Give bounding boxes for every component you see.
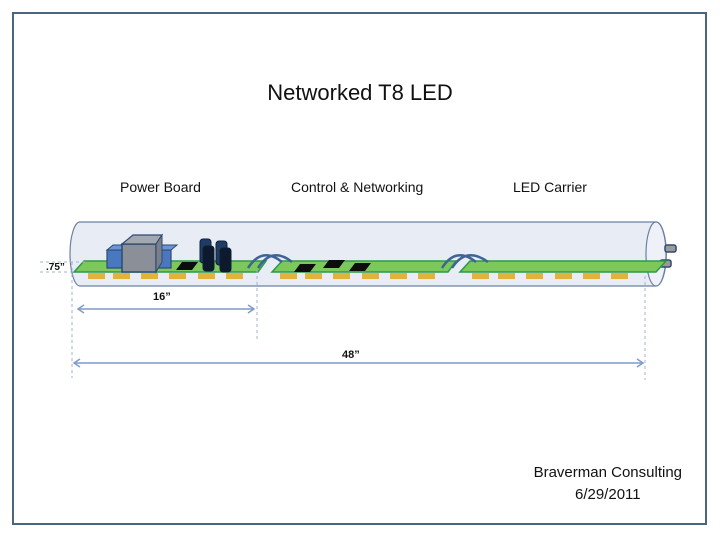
slide-title: Networked T8 LED xyxy=(267,80,453,105)
connector-cable-1 xyxy=(246,254,293,269)
dimension-arrow-48in xyxy=(72,358,645,368)
pad xyxy=(498,273,515,279)
led-carrier-pcb xyxy=(458,260,668,273)
credit-date: 6/29/2011 xyxy=(574,486,641,503)
transformer xyxy=(105,233,179,274)
pads xyxy=(88,273,628,279)
connector-cable-2 xyxy=(440,254,489,269)
pad xyxy=(169,273,186,279)
credit-block: Braverman Consulting 6/29/2011 xyxy=(534,462,682,506)
pad xyxy=(418,273,435,279)
transformer-core xyxy=(121,243,157,273)
pad xyxy=(611,273,628,279)
pad xyxy=(198,273,215,279)
pad xyxy=(333,273,350,279)
capacitors xyxy=(199,238,232,273)
pad xyxy=(390,273,407,279)
pad xyxy=(113,273,130,279)
coil-left xyxy=(106,249,124,269)
pad xyxy=(305,273,322,279)
pad xyxy=(583,273,600,279)
pad xyxy=(280,273,297,279)
end-pin-top xyxy=(664,244,677,253)
chip xyxy=(176,262,198,270)
label-control-networking: Control & Networking xyxy=(291,179,424,195)
pad xyxy=(88,273,105,279)
transformer-core-side xyxy=(155,233,163,274)
chip xyxy=(349,263,371,271)
label-power-board: Power Board xyxy=(120,179,201,195)
pad xyxy=(472,273,489,279)
tube-end-cap xyxy=(645,221,667,287)
dimension-16in-label: 16” xyxy=(153,291,171,303)
dimension-guides xyxy=(40,261,646,380)
pad xyxy=(526,273,543,279)
dimension-arrow-16in xyxy=(76,304,256,314)
credit-author: Braverman Consulting xyxy=(533,464,682,481)
label-led-carrier: LED Carrier xyxy=(513,179,587,195)
pad xyxy=(362,273,379,279)
pad xyxy=(226,273,243,279)
pad xyxy=(141,273,158,279)
dimension-48in-label: 48” xyxy=(342,349,360,361)
capacitor xyxy=(219,247,232,273)
dimension-height-label: .75” xyxy=(46,262,65,273)
chip xyxy=(323,260,345,268)
pad xyxy=(555,273,572,279)
chip xyxy=(294,264,316,272)
capacitor xyxy=(202,245,215,272)
